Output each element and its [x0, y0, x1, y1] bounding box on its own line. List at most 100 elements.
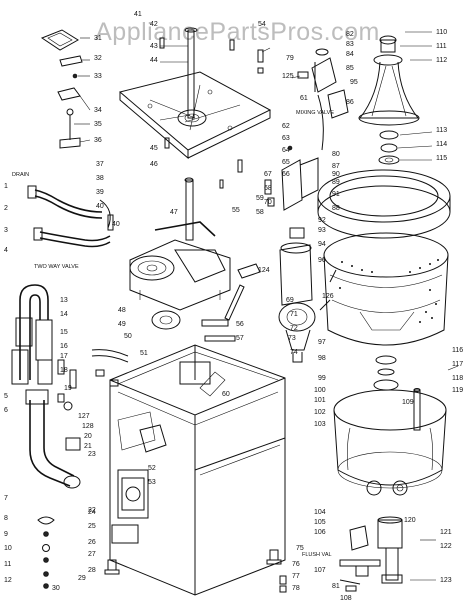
- callout-2: 2: [4, 205, 8, 212]
- callout-69: 69: [286, 297, 294, 304]
- callout-45: 45: [150, 145, 158, 152]
- callout-123: 123: [440, 577, 452, 584]
- part-leveling-legs: [104, 549, 287, 593]
- callout-15: 15: [60, 329, 68, 336]
- callout-117: 117: [452, 361, 463, 368]
- callout-128: 128: [82, 423, 94, 430]
- callout-84: 84: [346, 51, 354, 58]
- callout-52: 52: [148, 465, 156, 472]
- watermark: AppliancePartsPros.com: [95, 18, 380, 46]
- part-clamps-left: [37, 516, 55, 589]
- callout-97: 97: [318, 339, 326, 346]
- callout-104: 104: [314, 509, 326, 516]
- callout-82: 82: [346, 31, 354, 38]
- part-drain-hoses-upper: [27, 185, 114, 248]
- callout-105: 105: [314, 519, 326, 526]
- callout-110: 110: [436, 29, 447, 36]
- callout-107: 107: [314, 567, 326, 574]
- callout-77: 77: [292, 573, 300, 580]
- callout-48: 48: [118, 307, 126, 314]
- basket-perforations: [338, 258, 439, 323]
- callout-53: 53: [148, 479, 156, 486]
- callout-47: 47: [170, 209, 178, 216]
- leader-lines: [74, 31, 459, 581]
- callout-76: 76: [292, 561, 300, 568]
- callout-95: 95: [350, 79, 358, 86]
- callout-30: 30: [52, 585, 60, 592]
- callout-91: 91: [332, 191, 340, 198]
- part-agitator-shaft: [184, 177, 194, 241]
- callout-111: 111: [436, 43, 447, 50]
- callout-62: 62: [282, 123, 290, 130]
- part-misc-center: [237, 263, 337, 311]
- callout-numbers: 31 32 33 34 35 36 37 38 39 40 40 41 42 4…: [4, 11, 463, 600]
- callout-120: 120: [404, 517, 416, 524]
- part-screws-top: [159, 37, 264, 189]
- callout-125: 125: [282, 73, 294, 80]
- part-outlet-hose: [11, 284, 53, 385]
- callout-34: 34: [94, 107, 102, 114]
- callout-88: 88: [332, 205, 340, 212]
- label-drain: DRAIN: [12, 172, 29, 178]
- callout-29: 29: [78, 575, 86, 582]
- callout-23: 23: [88, 451, 96, 458]
- callout-7: 7: [4, 495, 8, 502]
- part-valve-top-right: [297, 48, 349, 119]
- callout-16: 16: [60, 343, 68, 350]
- callout-67: 67: [264, 171, 272, 178]
- part-motor: [278, 227, 316, 363]
- callout-36: 36: [94, 137, 102, 144]
- callout-50: 50: [124, 333, 132, 340]
- callout-93: 93: [318, 227, 326, 234]
- callout-99: 99: [318, 375, 326, 382]
- callout-32: 32: [94, 55, 102, 62]
- callout-6: 6: [4, 407, 8, 414]
- callout-40a: 40: [96, 203, 104, 210]
- callout-3: 3: [4, 227, 8, 234]
- label-mixing-valve: MIXING VALVE: [296, 110, 334, 116]
- part-tub-ring: [317, 169, 451, 239]
- callout-89: 89: [332, 179, 340, 186]
- part-top-left-bracket: [40, 29, 83, 149]
- callout-106: 106: [314, 529, 326, 536]
- callout-92: 92: [318, 217, 326, 224]
- callout-116: 116: [452, 347, 463, 354]
- callout-21: 21: [84, 443, 92, 450]
- callout-17: 17: [60, 353, 68, 360]
- callout-57: 57: [236, 335, 244, 342]
- callout-108: 108: [340, 595, 352, 600]
- callout-51: 51: [140, 350, 148, 357]
- callout-14: 14: [60, 311, 68, 318]
- part-transmission: [129, 221, 231, 330]
- part-agitator: [358, 35, 420, 165]
- callout-122: 122: [440, 543, 452, 550]
- callout-24: 24: [88, 509, 96, 516]
- callout-46: 46: [150, 161, 158, 168]
- callout-78: 78: [292, 585, 300, 592]
- callout-35: 35: [94, 121, 102, 128]
- callout-42: 42: [150, 21, 158, 28]
- callout-22: 22: [88, 507, 96, 514]
- part-mounting-plate: [118, 27, 272, 160]
- callout-80: 80: [332, 151, 340, 158]
- callout-74: 74: [290, 349, 298, 356]
- callout-9: 9: [4, 531, 8, 538]
- part-fittings-mid-left: [57, 349, 129, 411]
- callout-43: 43: [150, 43, 158, 50]
- callout-44: 44: [150, 57, 158, 64]
- callout-66: 66: [282, 171, 290, 178]
- callout-102: 102: [314, 409, 326, 416]
- label-two-way-valve: TWO WAY VALVE: [34, 264, 79, 270]
- part-hub-stack: [373, 355, 399, 391]
- callout-127: 127: [78, 413, 90, 420]
- callout-85: 85: [346, 65, 354, 72]
- callout-10: 10: [4, 545, 12, 552]
- callout-103: 103: [314, 421, 326, 428]
- label-flush-valve: FLUSH VAL: [302, 552, 332, 558]
- callout-11: 11: [4, 561, 11, 568]
- part-outer-tub: [333, 388, 447, 496]
- part-pump-hose: [25, 389, 81, 489]
- callout-37: 37: [96, 161, 104, 168]
- callout-90: 90: [332, 171, 340, 178]
